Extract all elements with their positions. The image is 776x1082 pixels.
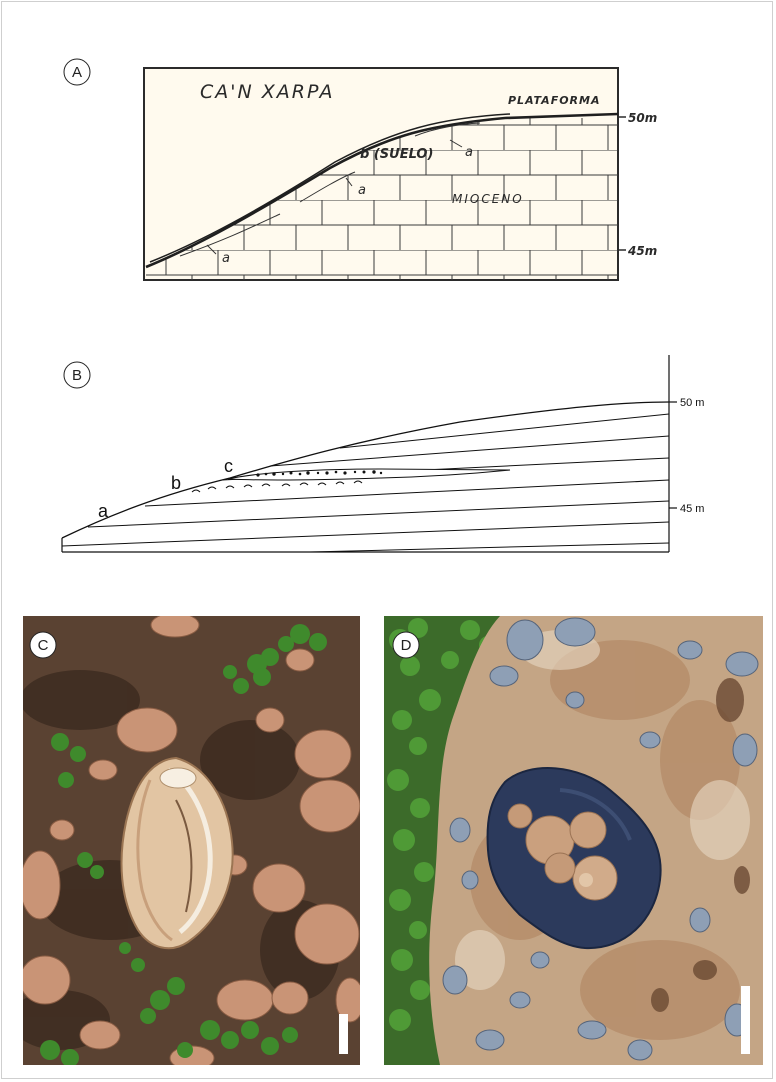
site-name-label: CA'N XARPA (200, 81, 334, 103)
panel-c-letter: C (38, 637, 49, 654)
label-a: a (98, 501, 109, 521)
stratum-line (145, 480, 669, 506)
stratum-line (270, 436, 669, 466)
panel-c-scale-bar (339, 1014, 348, 1054)
panel-a: A CA'N XARPA PLATAFORMA 50m 45m b (SUELO… (64, 59, 657, 280)
strata-lines (62, 414, 669, 552)
marker-a-middle: a (358, 183, 366, 198)
panel-c-photo (10, 613, 364, 1070)
panel-b: B 50 m 45 m (62, 355, 704, 552)
panel-d-letter: D (401, 637, 412, 654)
panel-b-letter: B (72, 367, 82, 384)
elevation-50-label: 50 m (680, 397, 704, 409)
label-c: c (224, 456, 233, 476)
marker-a-lower: a (222, 251, 230, 266)
conglomerate-lens (228, 469, 510, 480)
stratum-line (62, 522, 669, 546)
panel-d-scale-bar (741, 986, 750, 1054)
panel-a-letter: A (72, 64, 82, 81)
elevation-45-label: 45 m (680, 503, 704, 515)
marker-a-upper: a (465, 145, 473, 160)
stratum-line (310, 543, 669, 552)
suelo-label: b (SUELO) (360, 147, 433, 162)
mioceno-label: MIOCENO (452, 192, 524, 206)
bottom-elevation-label: 45m (627, 244, 657, 258)
panel-d-photo (384, 616, 763, 1065)
label-b: b (171, 473, 181, 493)
top-elevation-label: 50m (628, 111, 657, 125)
stratum-line (340, 414, 669, 448)
plataforma-label: PLATAFORMA (508, 94, 601, 107)
shell-marks (192, 481, 362, 492)
